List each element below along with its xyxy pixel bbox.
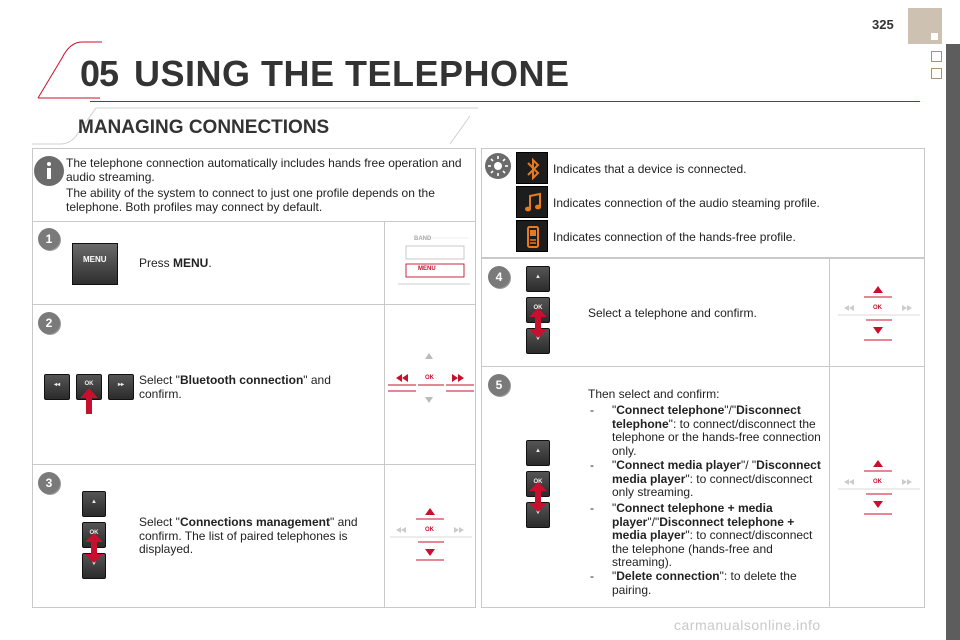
divider [32,221,476,222]
info-paragraph-1: The telephone connection automatically i… [66,156,462,184]
sketch-ok-label: OK [873,479,882,485]
forward-button-photo: ▸▸ [108,374,134,400]
status-panel [481,148,925,258]
navigation-sketch [390,508,472,561]
title-decoration [37,41,102,99]
sketch-ok-label: OK [425,375,434,381]
rewind-button-photo: ◂◂ [44,374,70,400]
info-paragraph-2: The ability of the system to connect to … [66,186,435,214]
status-text-handsfree: Indicates connection of the hands-free p… [553,230,796,244]
step2-text: Select "Bluetooth connection" and confir… [139,373,331,401]
step-badge-5: 5 [488,374,510,396]
side-bar [946,44,960,640]
title-rule [90,101,920,102]
menu-sketch [398,237,470,285]
step-badge-2: 2 [38,312,60,334]
red-double-arrow-icon [529,308,547,338]
sketch-ok-label: OK [425,527,434,533]
navigation-sketch [838,286,920,341]
step-badge-4: 4 [488,266,510,288]
sketch-menu-label: MENU [418,266,436,272]
status-text-audio: Indicates connection of the audio steami… [553,196,820,210]
info-icon [34,156,64,186]
corner-tab [908,8,942,44]
step-badge-1: 1 [38,228,60,250]
steps-panel [481,258,925,608]
red-arrow-icon [80,388,98,414]
phone-icon [516,220,548,252]
side-square-icon [931,68,942,79]
side-square-icon [931,51,942,62]
divider [829,258,830,608]
step1-text: Press MENU. [139,256,212,270]
divider [481,366,925,367]
section-title: MANAGING CONNECTIONS [78,117,330,138]
step5-dash: - [590,501,594,515]
navigation-sketch [388,353,474,403]
light-icon [485,153,511,179]
sketch-ok-label: OK [873,305,882,311]
up-button-photo: ▲ [526,440,550,466]
menu-button-label: MENU [83,255,107,264]
red-double-arrow-icon [85,533,103,563]
menu-button-photo: MENU [72,243,118,285]
step5-dash: - [590,569,594,583]
step5-dash: - [590,403,594,417]
sketch-band-label: BAND [414,236,432,242]
step5-item-1: "Connect telephone"/"Disconnect telephon… [612,403,821,458]
divider [384,221,385,608]
bluetooth-icon [516,152,548,184]
step-badge-3: 3 [38,472,60,494]
step3-text: Select "Connections management" and conf… [139,515,358,556]
status-text-connected: Indicates that a device is connected. [553,162,747,176]
up-button-photo: ▲ [526,266,550,292]
watermark: carmanualsonline.info [674,617,821,633]
step5-dash: - [590,458,594,472]
step5-item-2: "Connect media player"/ "Disconnect medi… [612,458,821,499]
music-note-icon [516,186,548,218]
section-decoration [32,107,478,145]
navigation-sketch [838,460,920,515]
step5-item-3: "Connect telephone + media player"/"Disc… [612,501,813,569]
step5-intro: Then select and confirm: [588,387,720,401]
red-double-arrow-icon [529,482,547,512]
divider [32,304,476,305]
step5-item-4: "Delete connection": to delete the pairi… [612,569,797,597]
page-number: 325 [872,17,894,32]
divider [32,464,476,465]
chapter-title: USING THE TELEPHONE [134,53,570,94]
step4-text: Select a telephone and confirm. [588,306,757,320]
chapter-number: 05 [80,53,119,94]
up-button-photo: ▲ [82,491,106,517]
